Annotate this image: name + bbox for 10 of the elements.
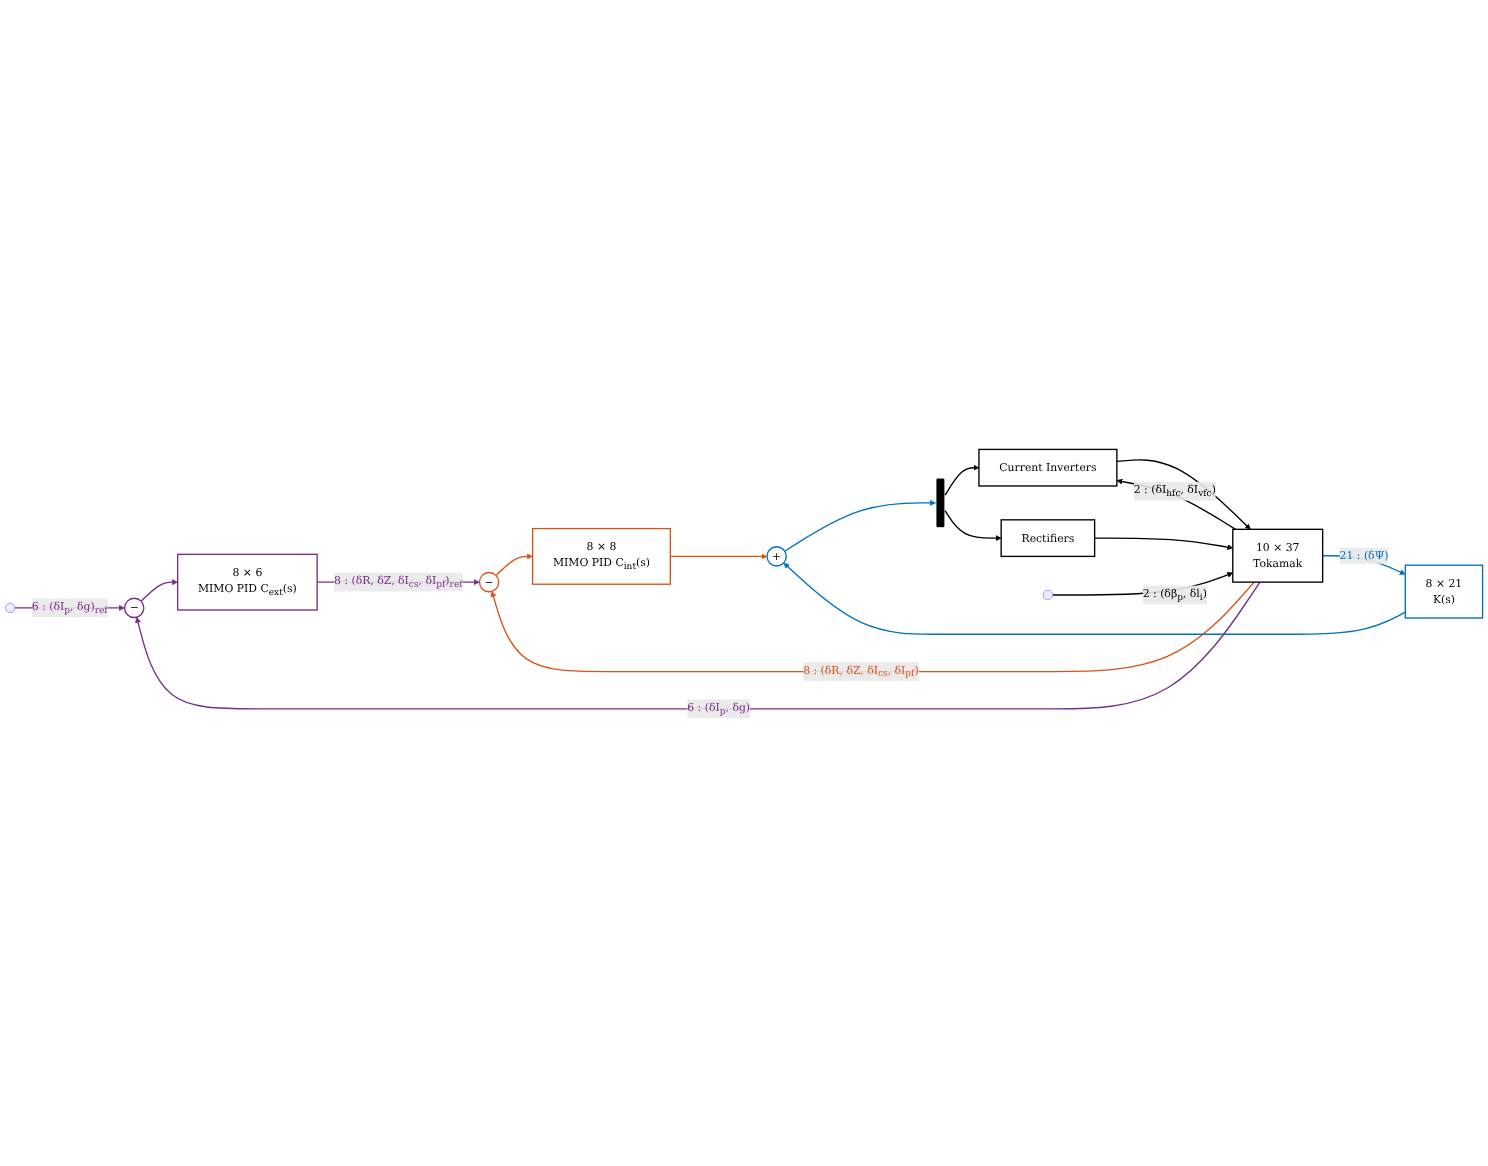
arrow <box>944 463 980 495</box>
arrow <box>783 561 1406 635</box>
arrow <box>944 509 1002 541</box>
arrow <box>495 552 533 576</box>
arrow <box>490 580 1255 672</box>
arrow <box>1116 477 1237 530</box>
arrow <box>1093 536 1234 550</box>
arrow <box>669 552 768 559</box>
arrow <box>140 578 178 601</box>
arrow <box>784 499 936 551</box>
